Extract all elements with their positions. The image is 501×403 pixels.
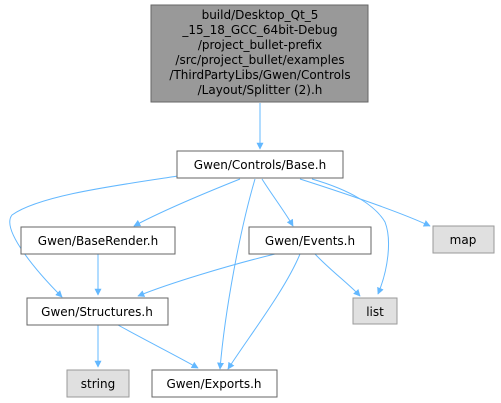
node-label: map: [450, 233, 477, 247]
edge-events-to-exports: [227, 253, 301, 370]
edge-base-to-baserender: [133, 178, 241, 227]
root-line-5: /ThirdPartyLibs/Gwen/Controls: [169, 68, 350, 82]
edge-structures-to-exports: [117, 324, 199, 369]
node-structures-h[interactable]: Gwen/Structures.h: [26, 297, 169, 326]
nodes: build/Desktop_Qt_5 _15_18_GCC_64bit-Debu…: [20, 4, 495, 398]
node-label: Gwen/Exports.h: [166, 377, 261, 391]
edge-base-to-map: [299, 178, 431, 227]
root-line-6: /Layout/Splitter (2).h: [198, 83, 323, 97]
edge-events-to-structures: [137, 253, 276, 297]
root-line-1: build/Desktop_Qt_5: [202, 8, 319, 22]
node-controls-base-h[interactable]: Gwen/Controls/Base.h: [176, 150, 344, 179]
node-label: list: [366, 305, 384, 319]
edge-base-to-structures: [9, 175, 179, 298]
node-string[interactable]: string: [66, 369, 130, 398]
edge-base-to-events: [261, 178, 294, 227]
node-list[interactable]: list: [352, 297, 398, 325]
node-events-h[interactable]: Gwen/Events.h: [248, 226, 372, 255]
node-label: Gwen/Events.h: [265, 234, 355, 248]
root-line-2: _15_18_GCC_64bit-Debug: [181, 23, 337, 37]
edges: [9, 103, 431, 370]
node-map[interactable]: map: [432, 225, 495, 254]
edge-events-to-list: [314, 253, 361, 297]
edge-base-to-exports: [217, 178, 256, 370]
node-label: Gwen/BaseRender.h: [38, 234, 158, 248]
root-line-4: /src/project_bullet/examples: [175, 53, 344, 67]
node-label: Gwen/Structures.h: [41, 305, 153, 319]
edge-base-to-list: [311, 178, 390, 295]
node-label: string: [81, 377, 115, 391]
node-baserender-h[interactable]: Gwen/BaseRender.h: [20, 226, 176, 255]
node-root-file[interactable]: build/Desktop_Qt_5 _15_18_GCC_64bit-Debu…: [150, 4, 369, 103]
root-line-3: /project_bullet-prefix: [198, 38, 322, 52]
node-label: Gwen/Controls/Base.h: [194, 158, 326, 172]
node-exports-h[interactable]: Gwen/Exports.h: [151, 369, 278, 398]
